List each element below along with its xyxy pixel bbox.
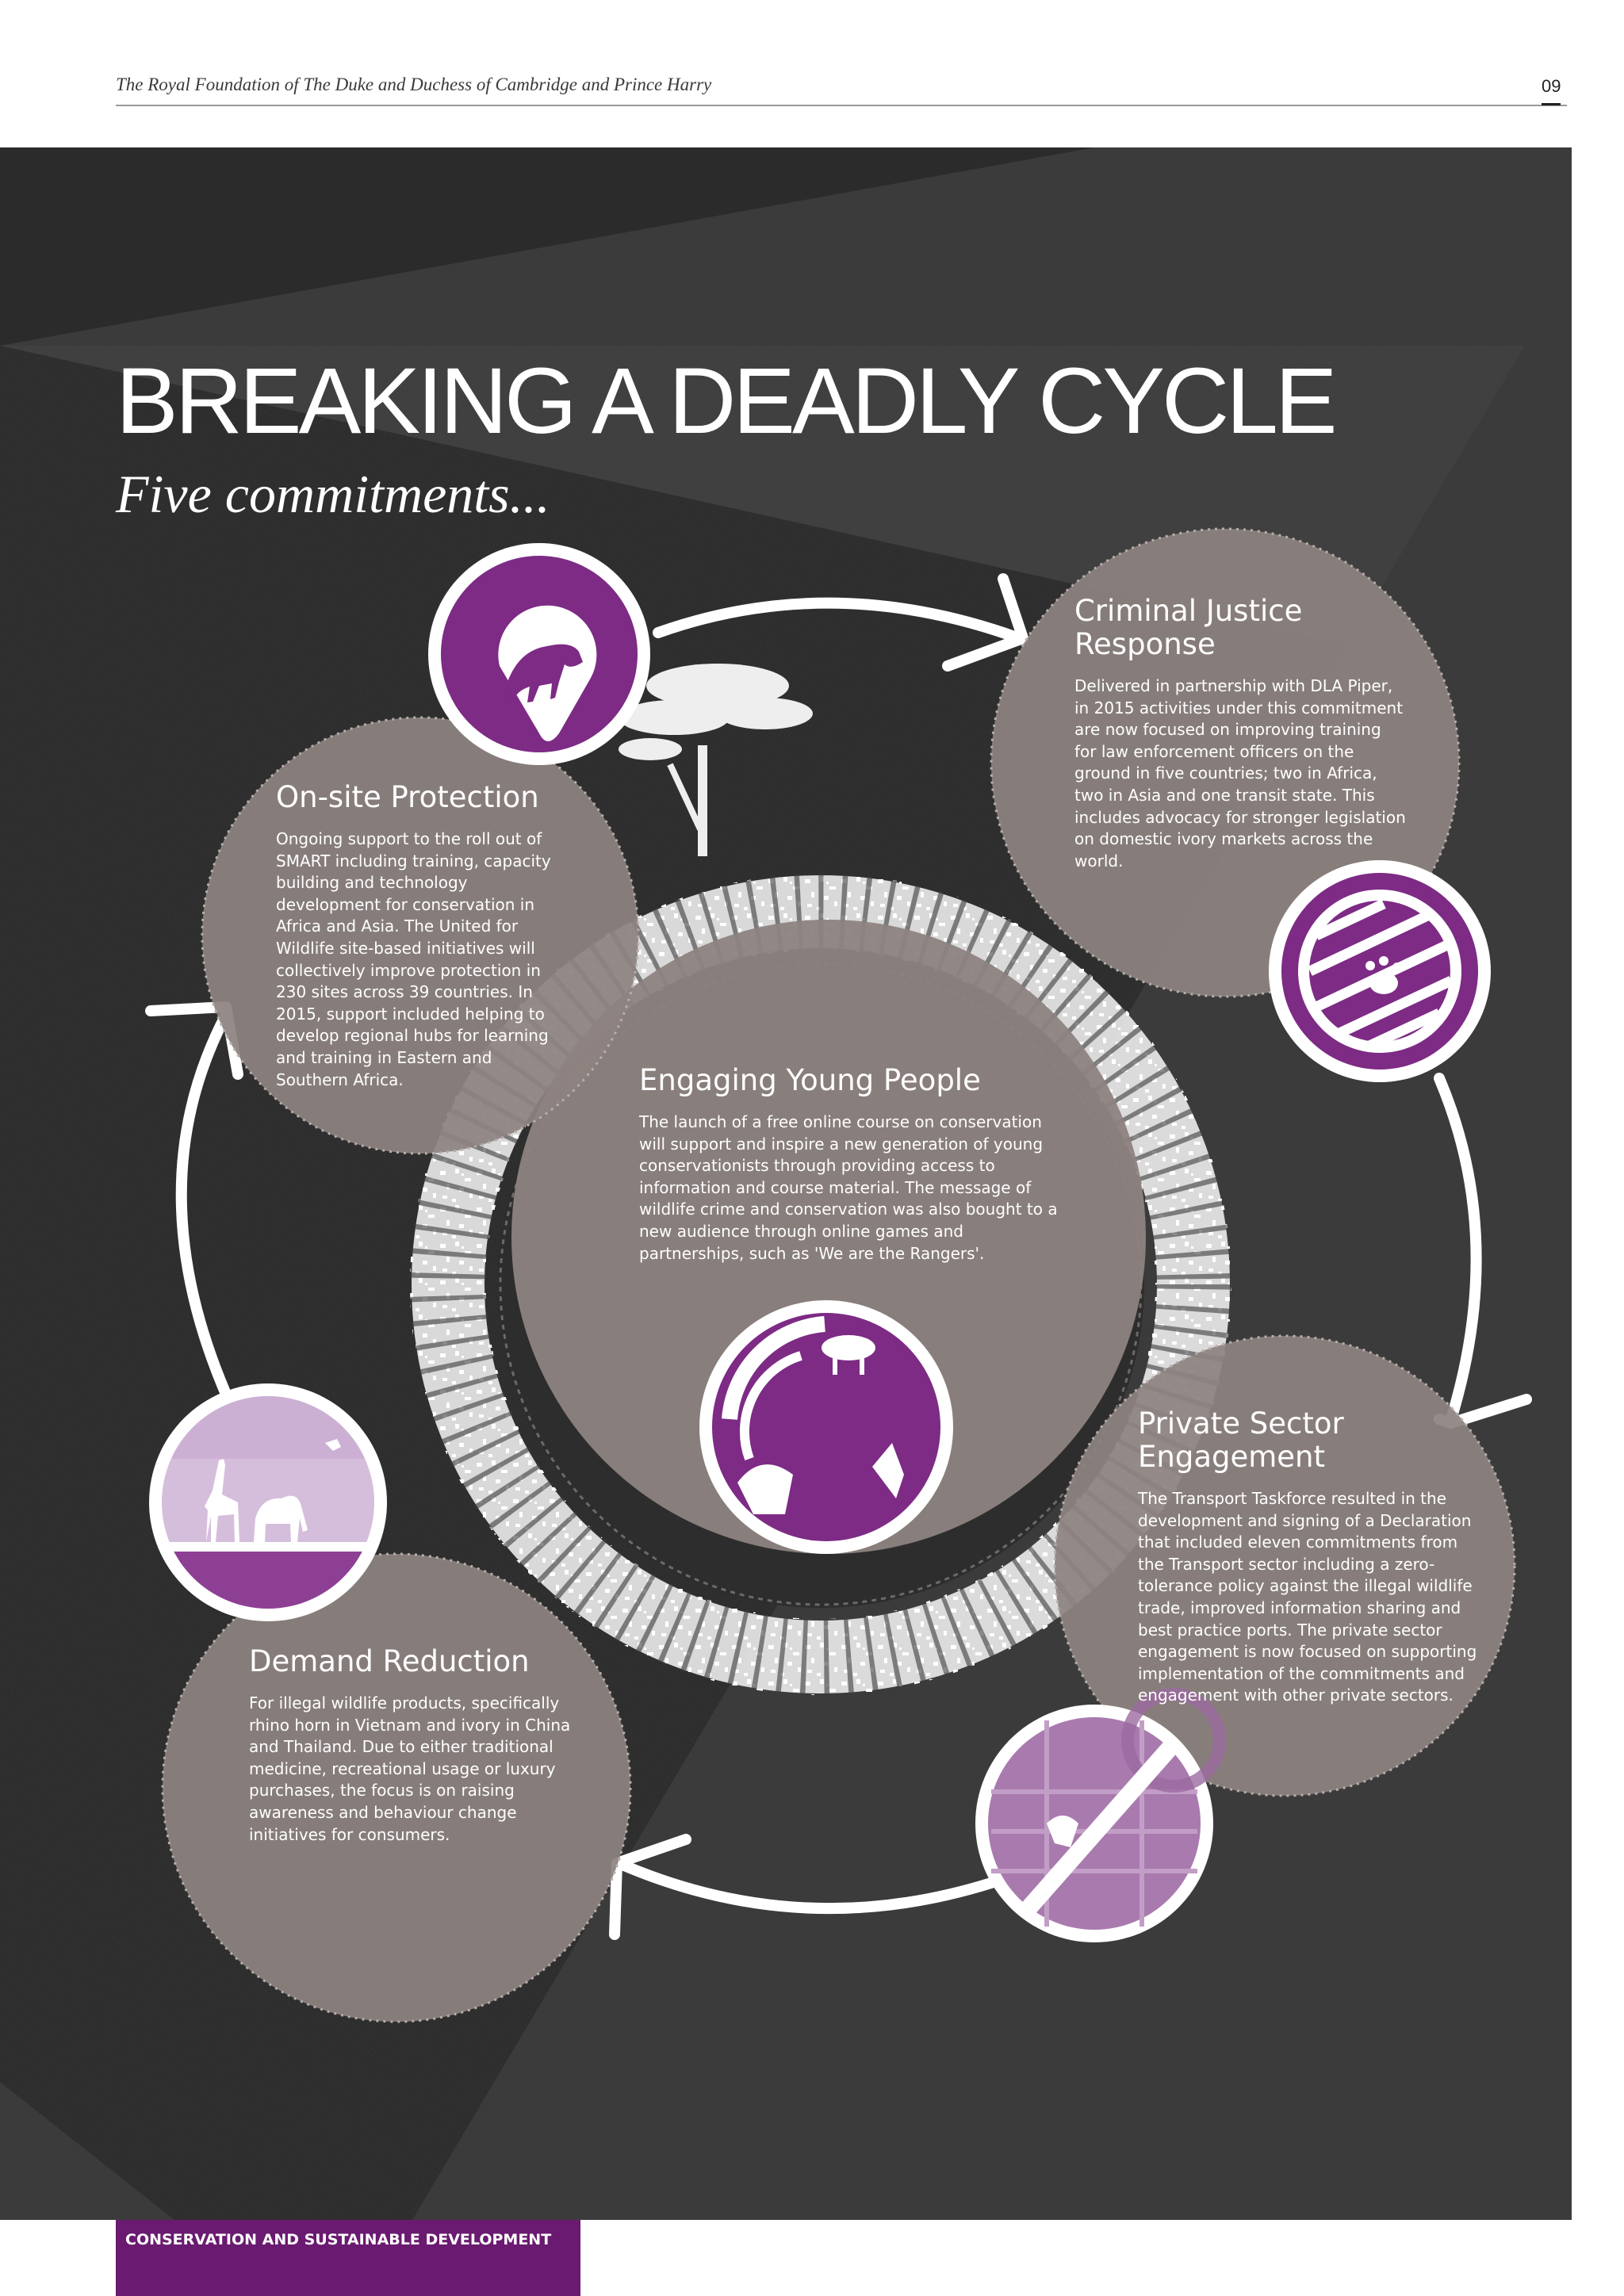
tree-silhouette xyxy=(619,664,813,856)
page-header: The Royal Foundation of The Duke and Duc… xyxy=(116,71,1567,106)
commitment-title: On-site Protection xyxy=(276,780,539,814)
lion-pin-icon xyxy=(428,543,650,765)
no-trafficking-icon xyxy=(975,1688,1226,1942)
publication-title: The Royal Foundation of The Duke and Duc… xyxy=(116,75,712,94)
commitment-onsite-protection: On-site Protection Ongoing support to th… xyxy=(276,781,553,1091)
commitment-body: For illegal wildlife products, specifica… xyxy=(249,1693,571,1844)
commitment-circles xyxy=(163,529,1515,2022)
circle-onsite-protection xyxy=(202,718,638,1154)
section-footer: CONSERVATION AND SUSTAINABLE DEVELOPMENT xyxy=(116,2220,580,2296)
subtitle: Five commitments... xyxy=(116,464,550,524)
commitment-body: Delivered in partnership with DLA Piper,… xyxy=(1074,676,1406,871)
main-title: BREAKING A DEADLY CYCLE xyxy=(116,349,1338,453)
paw-jail-icon xyxy=(1269,860,1491,1082)
circle-private-sector xyxy=(1055,1336,1515,1796)
commitment-body: Ongoing support to the roll out of SMART… xyxy=(276,829,551,1089)
giraffe-elephant-icon xyxy=(149,1383,387,1621)
commitment-title: Demand Reduction xyxy=(249,1644,530,1678)
section-label: CONSERVATION AND SUSTAINABLE DEVELOPMENT xyxy=(125,2231,552,2248)
circle-engaging-young-people xyxy=(511,920,1146,1554)
commitment-title: Engaging Young People xyxy=(639,1063,981,1097)
commitment-body: The Transport Taskforce resulted in the … xyxy=(1138,1489,1477,1705)
page-number: 09 xyxy=(1542,76,1561,105)
commitment-engaging-young-people: Engaging Young People The launch of a fr… xyxy=(639,1064,1067,1265)
globe-animals-icon xyxy=(699,1300,953,1554)
commitment-body: The launch of a free online course on co… xyxy=(639,1112,1058,1263)
circle-demand-reduction xyxy=(163,1554,630,2022)
commitment-demand-reduction: Demand Reduction For illegal wildlife pr… xyxy=(249,1645,598,1846)
